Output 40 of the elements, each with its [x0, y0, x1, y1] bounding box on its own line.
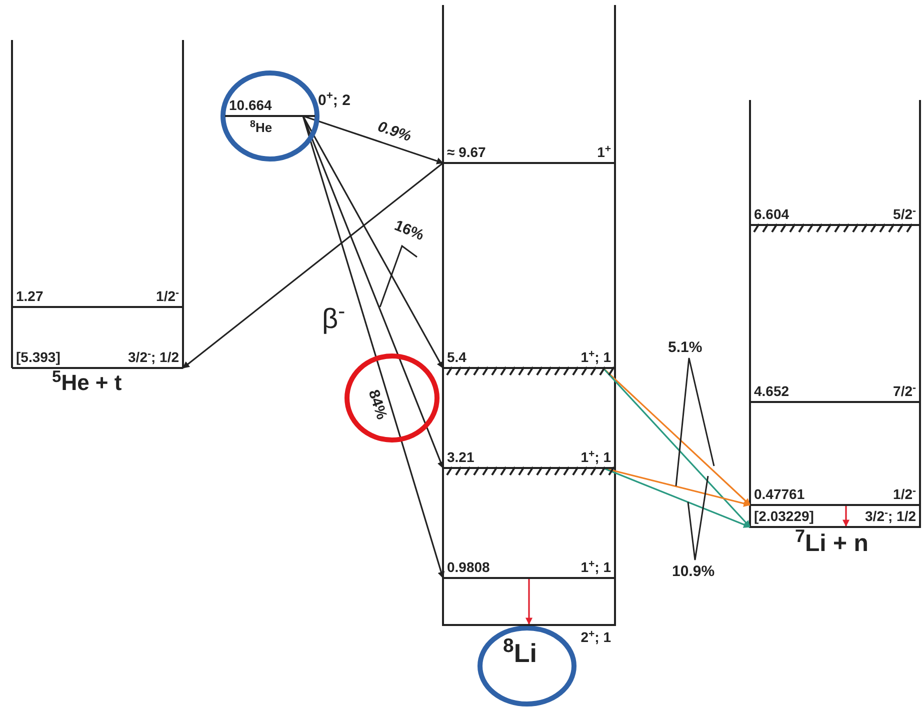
energy-value: 3.21 — [447, 450, 474, 464]
system-label: $^{7}$Li + n — [795, 532, 868, 556]
nucleus-label: $^{8}$He — [250, 121, 272, 134]
branching-ratio: 10.9% — [672, 564, 715, 579]
spin-parity: 1$^{+}$ — [597, 145, 611, 159]
transition-arrow — [526, 579, 532, 625]
spin-parity: 0$^{+}$; 2 — [318, 93, 350, 108]
spin-parity: 2$^{+}$; 1 — [580, 630, 611, 644]
spin-parity: 1$^{+}$; 1 — [580, 450, 611, 464]
branching-ratio: 5.1% — [668, 340, 702, 355]
branching-ratio: 84% — [366, 388, 390, 422]
transition-arrow — [842, 506, 850, 527]
spin-parity: 5/2$^{-}$ — [893, 207, 916, 221]
transition-arrow — [182, 162, 444, 369]
energy-value: 0.47761 — [754, 487, 805, 501]
spin-parity: 1$^{+}$; 1 — [580, 560, 611, 574]
decay-symbol: β$^{-}$ — [322, 305, 346, 333]
spin-parity: 3/2$^{-}$; 1/2 — [865, 509, 916, 523]
energy-value: 4.652 — [754, 384, 790, 398]
system-label: $^{5}$He + t — [52, 372, 122, 394]
branching-ratio: 16% — [392, 218, 426, 244]
transition-arrow — [302, 116, 445, 579]
transition-arrow — [602, 467, 751, 528]
energy-value: ≈ 9.67 — [447, 145, 486, 159]
energy-value: 1.27 — [16, 289, 44, 303]
transition-arrow — [302, 116, 444, 369]
nucleus-label: $^{8}$Li — [503, 640, 537, 666]
spin-parity: 10.664 — [229, 98, 272, 112]
transition-arrow — [302, 115, 444, 164]
spin-parity: 7/2$^{-}$ — [893, 384, 916, 398]
energy-value: 6.604 — [754, 207, 790, 221]
energy-value: [5.393] — [16, 350, 60, 364]
transition-arrow — [302, 116, 444, 469]
spin-parity: 3/2$^{-}$; 1/2 — [128, 350, 179, 364]
spin-parity: 1/2$^{-}$ — [893, 487, 916, 501]
energy-value: 0.9808 — [447, 560, 490, 574]
energy-value: [2.03229] — [754, 509, 814, 523]
spin-parity: 1/2$^{-}$ — [156, 289, 179, 303]
energy-value: 5.4 — [447, 350, 466, 364]
spin-parity: 1$^{+}$; 1 — [580, 350, 611, 364]
